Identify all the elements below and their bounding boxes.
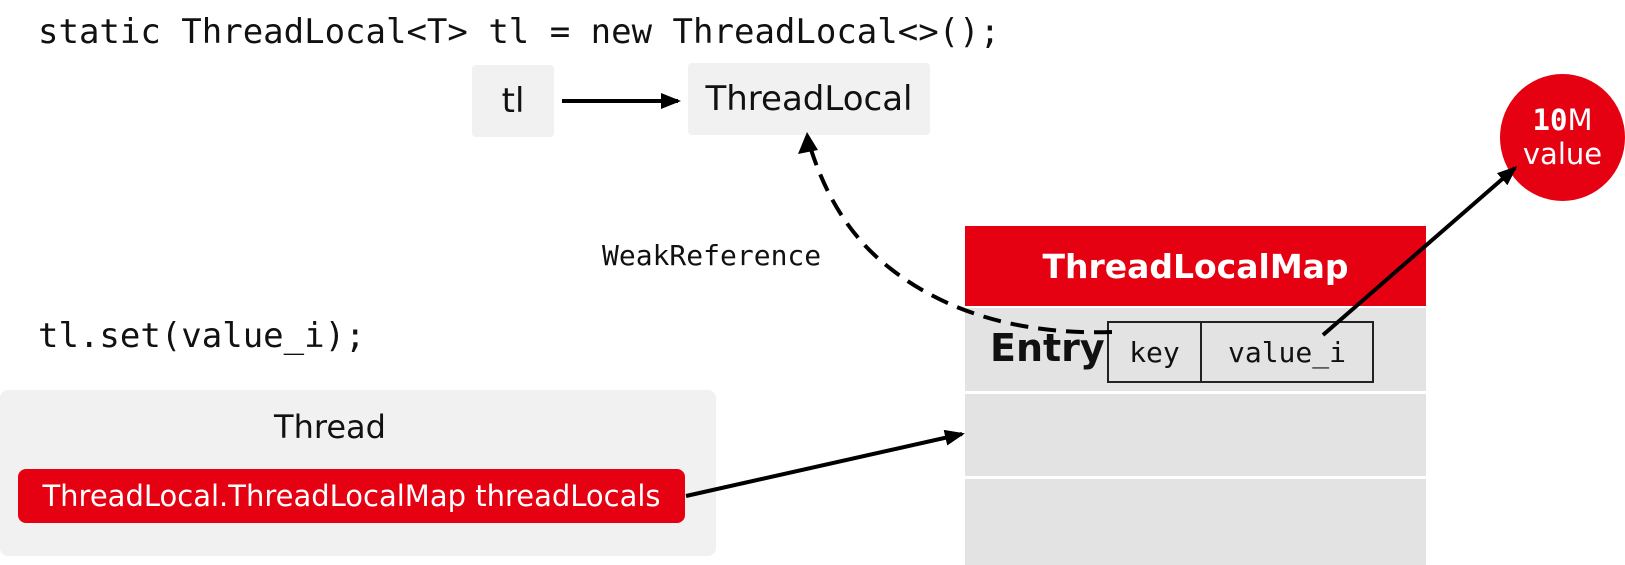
map-row-empty-1 — [965, 394, 1426, 476]
weak-reference-label: WeakReference — [602, 239, 822, 272]
threadlocal-object-label: ThreadLocal — [705, 79, 913, 119]
value-circle: 10M value — [1500, 74, 1625, 201]
threadlocals-to-map-arrow — [685, 429, 965, 498]
entry-key-label: key — [1129, 335, 1180, 369]
entry-value-label: value_i — [1227, 335, 1346, 369]
threadlocal-object-box: ThreadLocal — [688, 63, 930, 135]
threadlocals-field-label: ThreadLocal.ThreadLocalMap threadLocals — [42, 479, 661, 513]
tl-reference-box: tl — [472, 65, 554, 137]
map-row-empty-2 — [965, 479, 1426, 565]
entry-label: Entry — [990, 326, 1105, 370]
set-call-code: tl.set(value_i); — [38, 316, 366, 356]
threadlocals-field: ThreadLocal.ThreadLocalMap threadLocals — [18, 469, 685, 523]
thread-box: Thread ThreadLocal.ThreadLocalMap thread… — [0, 390, 716, 556]
declaration-code: static ThreadLocal<T> tl = new ThreadLoc… — [38, 12, 1001, 52]
entry-value-cell: value_i — [1200, 321, 1374, 383]
entry-key-cell: key — [1107, 321, 1202, 383]
value-word: value — [1522, 136, 1603, 171]
value-size: 10M — [1532, 103, 1593, 138]
value-size-unit: M — [1567, 103, 1593, 138]
weak-reference-arrowhead — [798, 132, 818, 154]
threadlocalmap-header: ThreadLocalMap — [965, 226, 1426, 306]
threadlocalmap-title: ThreadLocalMap — [1042, 246, 1349, 286]
value-size-number: 10 — [1532, 103, 1568, 138]
thread-title: Thread — [274, 408, 386, 446]
tl-reference-label: tl — [501, 81, 525, 121]
